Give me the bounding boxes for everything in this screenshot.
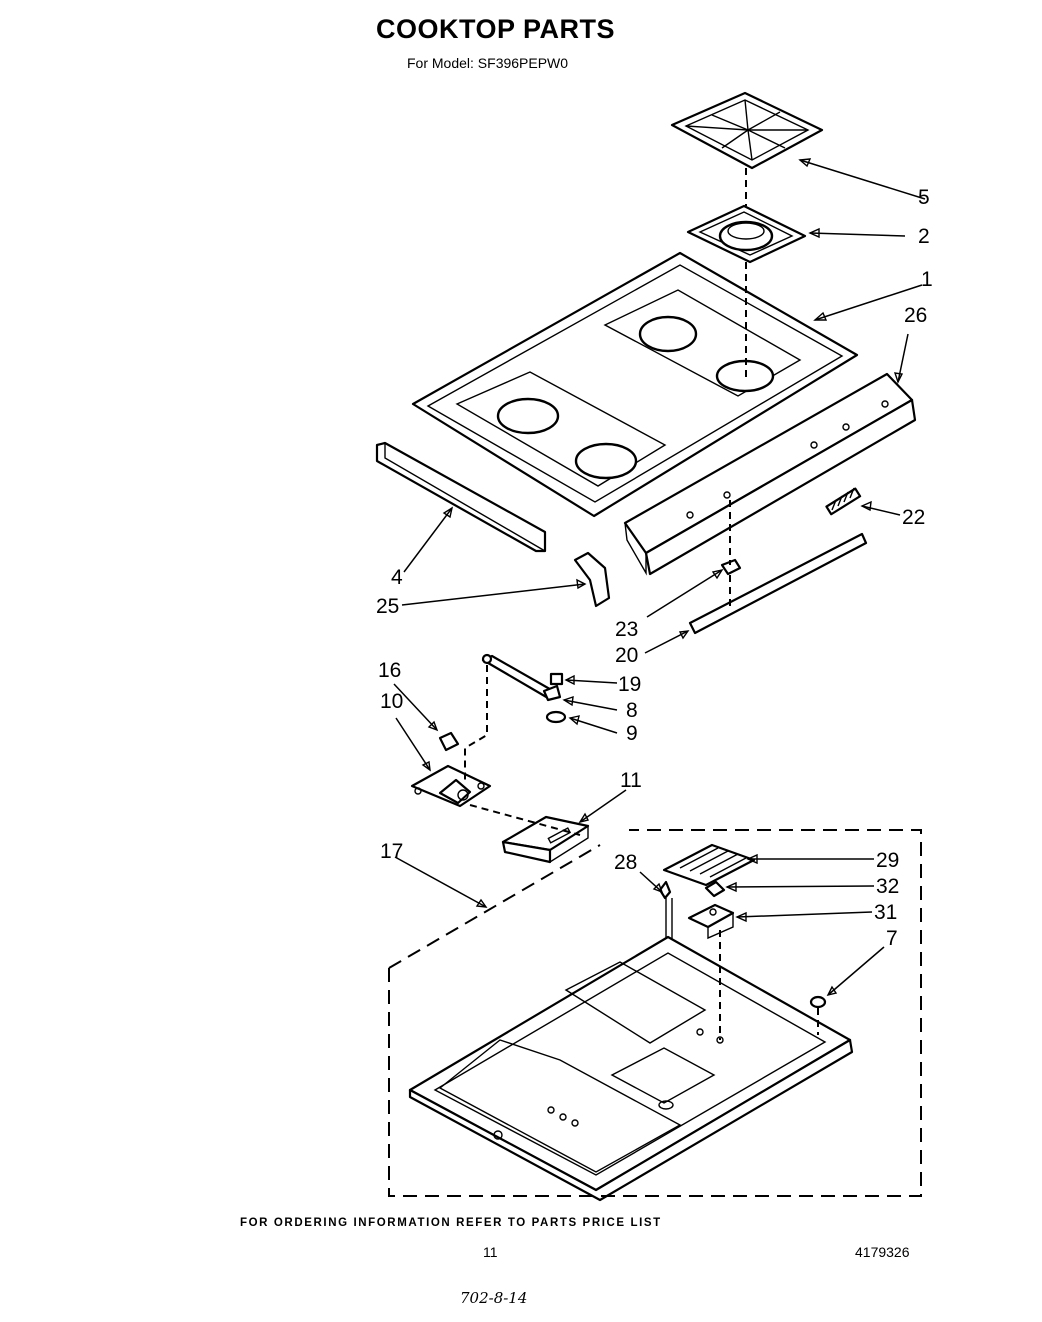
ordering-note: FOR ORDERING INFORMATION REFER TO PARTS … [240,1217,662,1229]
model-subtitle: For Model: SF396PEPW0 [407,55,569,71]
callout-9: 9 [626,722,638,745]
callout-25: 25 [376,595,399,618]
callout-11: 11 [620,769,642,792]
handwritten-note: 702-8-14 [460,1289,528,1307]
part-17-burner-box [408,935,854,1202]
assembly-lines [464,168,819,1040]
callout-22: 22 [902,506,925,529]
callout-32: 32 [876,875,899,898]
callout-17: 17 [380,840,403,863]
part-11-mounting-bracket [501,815,590,864]
part-4-front-trim [375,441,547,553]
callout-26: 26 [904,304,927,327]
part-8-valve-tube [481,653,562,702]
callout-28: 28 [614,851,637,874]
callout-4: 4 [391,566,403,589]
part-9-orifice [545,710,567,724]
document-number: 4179326 [855,1244,910,1260]
part-5-burner-grate [670,91,824,170]
part-26-rear-bracket [623,372,917,576]
part-32-clip [704,880,726,898]
part-20-burner-rail [688,532,868,635]
callout-29: 29 [876,849,899,872]
page-number: 11 [483,1244,498,1260]
callout-2: 2 [918,225,930,248]
part-2-burner-bowl [686,204,807,264]
part-7-nut [809,995,827,1009]
part-16-clip [438,731,460,752]
callout-8: 8 [626,699,638,722]
callout-31: 31 [874,901,897,924]
callout-19: 19 [618,673,641,696]
part-29-grille [662,843,756,887]
callout-16: 16 [378,659,401,682]
part-19-clip [549,672,564,686]
callout-1: 1 [921,268,933,291]
part-10-valve-assembly [410,764,492,808]
callout-7: 7 [886,927,898,950]
burner-box-boundary-left [388,844,601,969]
page-title: COOKTOP PARTS [376,14,616,44]
callout-23: 23 [615,618,638,641]
burner-box-boundary [388,829,922,1197]
callout-10: 10 [380,690,403,713]
callout-20: 20 [615,644,638,667]
part-22-spring [825,487,862,516]
callout-5: 5 [918,186,930,209]
leader-lines [393,158,926,997]
part-25-end-cap [573,551,611,608]
part-31-bracket [687,903,735,940]
